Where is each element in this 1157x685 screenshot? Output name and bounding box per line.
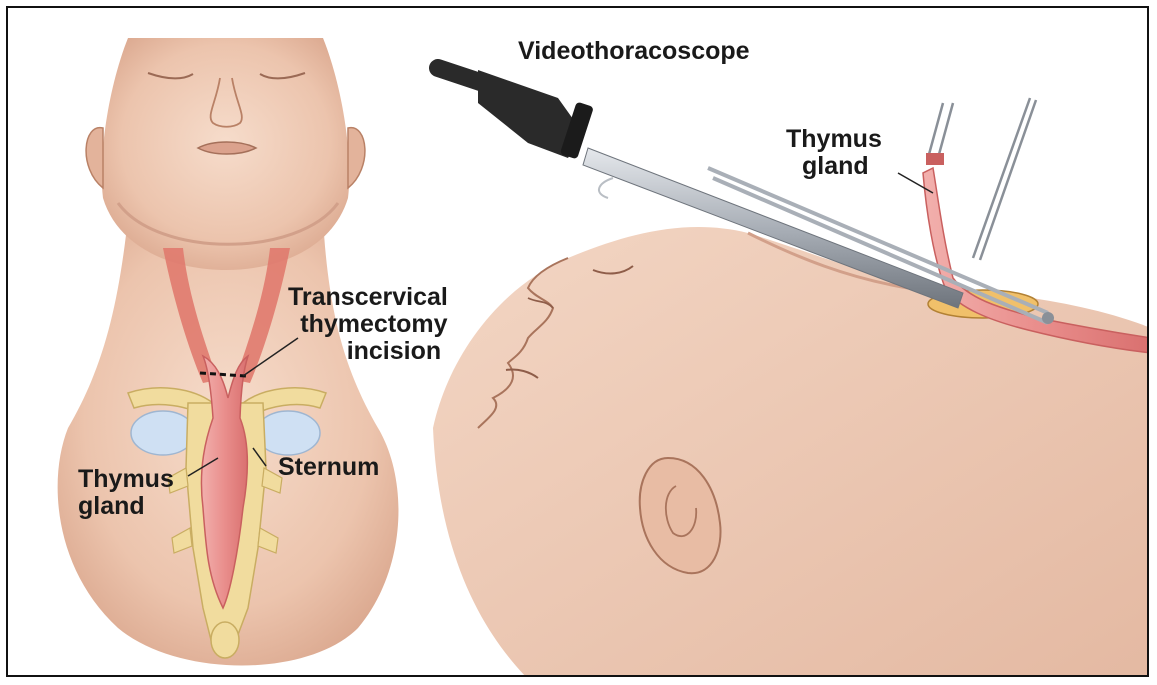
thymus-gland-left-line1: Thymus: [78, 466, 174, 493]
transcervical-line2: thymectomy: [288, 311, 448, 338]
transcervical-line1: Transcervical: [288, 284, 448, 311]
transcervical-thymectomy-incision-label: Transcervical thymectomy incision: [288, 284, 448, 365]
scope-light-cable: [599, 178, 613, 198]
grasper-jaws: [926, 153, 944, 165]
thymus-gland-right-line2: gland: [786, 153, 882, 180]
second-grasper: [973, 98, 1036, 260]
sternum-label: Sternum: [278, 454, 379, 481]
thymus-gland-left-line2: gland: [78, 493, 174, 520]
thymectomy-illustration: [8, 8, 1149, 677]
right-ear: [348, 128, 365, 188]
grasper-instrument: [928, 103, 953, 158]
videothoracoscope-label: Videothoracoscope: [518, 38, 750, 65]
xiphoid: [211, 622, 239, 658]
thymus-gland-label-right: Thymus gland: [786, 126, 882, 180]
left-ear: [86, 128, 103, 188]
thymus-gland-right-line1: Thymus: [786, 126, 882, 153]
figure-frame: Videothoracoscope Thymus gland Transcerv…: [6, 6, 1149, 677]
thymus-gland-label-left: Thymus gland: [78, 466, 174, 520]
instrument-tip: [1042, 312, 1054, 324]
left-lung-apex: [131, 411, 195, 455]
right-figure-body: [433, 227, 1149, 677]
transcervical-line3: incision: [288, 338, 448, 365]
